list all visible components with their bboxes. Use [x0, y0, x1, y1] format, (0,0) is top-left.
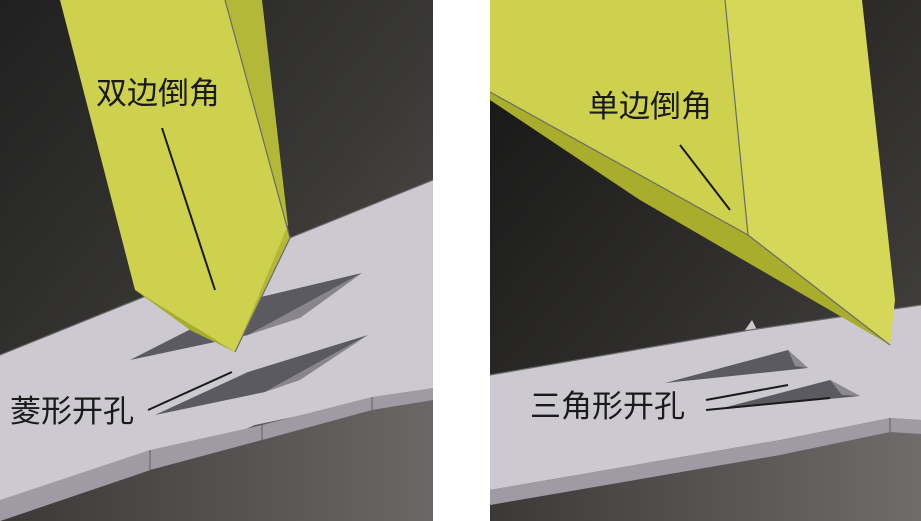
hole-label-triangle: 三角形开孔 [530, 389, 685, 425]
triangle-hole-bottom-wall [830, 380, 860, 396]
tool-leader-line [679, 144, 731, 211]
right-illustration: 单边倒角 三角形开孔 [490, 0, 921, 521]
diamond-hole-bottom [155, 335, 368, 415]
tool-right-face [725, 0, 895, 345]
tool-bevel-face [490, 92, 890, 345]
tool-label-double-bevel: 双边倒角 [96, 76, 220, 112]
triangle-hole-top-wall [788, 350, 808, 368]
tool-leader-line [161, 127, 216, 291]
right-panel-single-bevel: 单边倒角 三角形开孔 [490, 0, 921, 521]
tool-main-face [60, 0, 290, 352]
left-illustration: 双边倒角 菱形开孔 [0, 0, 433, 521]
tool-edge-line [224, 0, 291, 353]
hole-leader-line-1 [705, 384, 789, 401]
sheet-top-face [490, 305, 921, 490]
triangle-hole-bottom [715, 380, 860, 410]
diamond-hole-top-floor [248, 273, 362, 335]
sheet-edge [490, 418, 921, 505]
tool-main-face [490, 0, 748, 235]
triangle-hole-top [665, 350, 808, 383]
hole-leader-line-2 [705, 397, 831, 411]
sheet-top-face [0, 180, 433, 521]
tool-bevel-line [490, 91, 749, 236]
tool-bevel-face [135, 290, 235, 352]
hole-label-diamond: 菱形开孔 [10, 394, 134, 430]
sheet-edge [0, 388, 433, 521]
hole-leader-line [147, 371, 233, 411]
left-panel-double-bevel: 双边倒角 菱形开孔 [0, 0, 433, 521]
tool-label-single-bevel: 单边倒角 [588, 89, 712, 125]
diamond-hole-bottom-floor [265, 335, 368, 392]
tool-side-face [225, 0, 290, 352]
